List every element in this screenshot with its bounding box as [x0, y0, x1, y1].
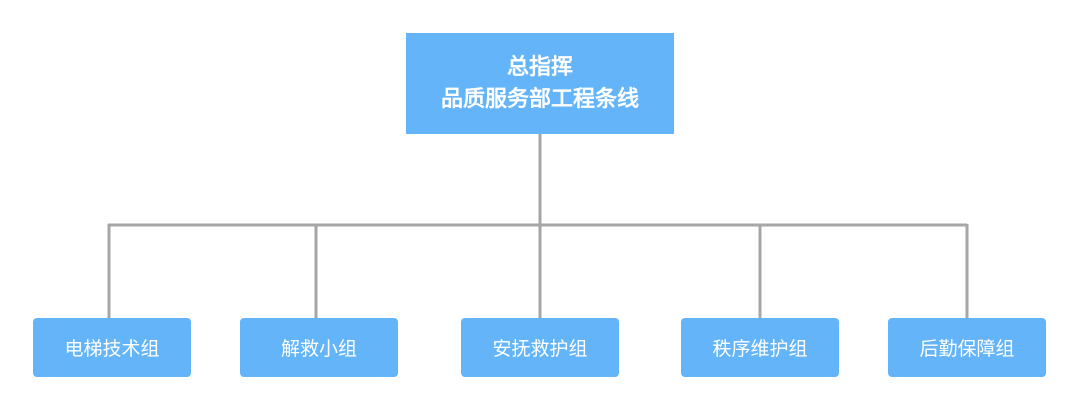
group-node-rescue: 解救小组 — [240, 318, 398, 377]
group-node-logistics: 后勤保障组 — [888, 318, 1046, 377]
root-title: 总指挥 — [506, 54, 573, 80]
group-label: 后勤保障组 — [919, 338, 1015, 360]
group-label: 解救小组 — [280, 338, 357, 360]
group-label: 秩序维护组 — [712, 338, 808, 360]
group-node-elevator-tech: 电梯技术组 — [33, 318, 191, 377]
root-node: 总指挥 品质服务部工程条线 — [406, 33, 674, 134]
group-label: 电梯技术组 — [64, 338, 160, 360]
group-label: 安抚救护组 — [492, 338, 588, 360]
group-node-comfort-aid: 安抚救护组 — [461, 318, 619, 377]
root-subtitle: 品质服务部工程条线 — [440, 86, 639, 112]
group-node-order: 秩序维护组 — [681, 318, 839, 377]
